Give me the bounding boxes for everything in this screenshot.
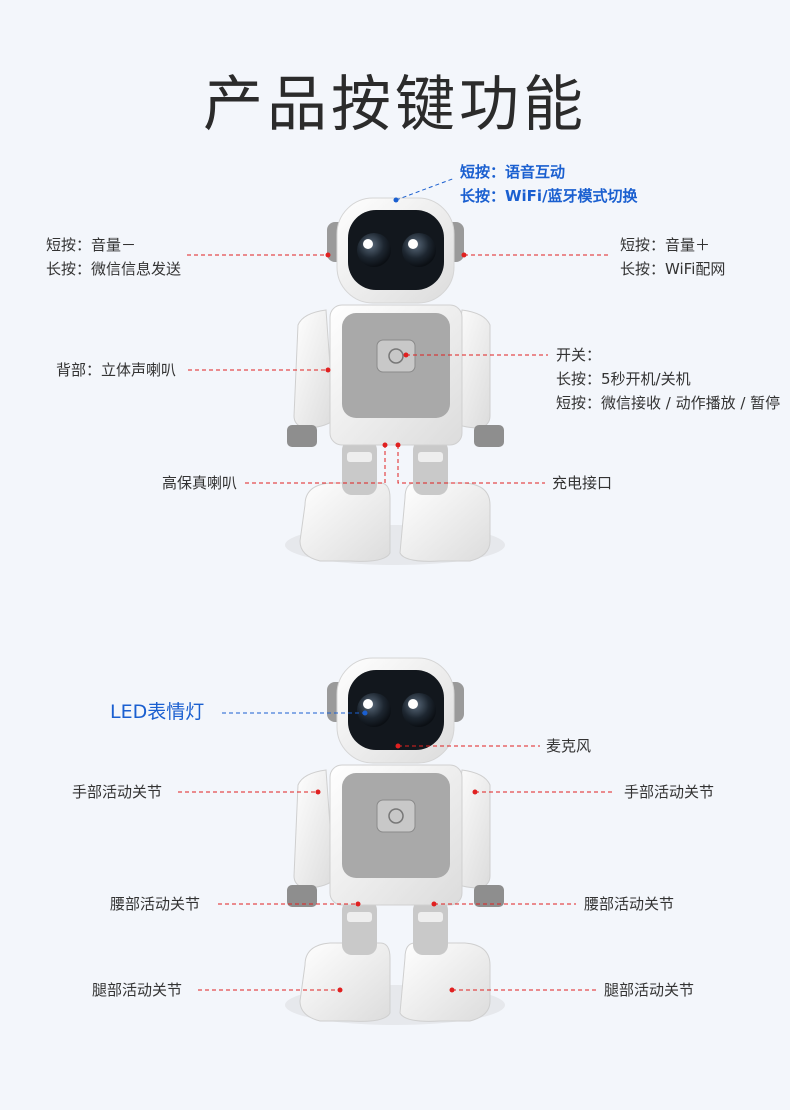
speaker-label: 高保真喇叭: [162, 474, 238, 492]
left-ear-label: 短按：音量－ 长按：微信信息发送: [46, 233, 181, 281]
hand-joint-right-label: 手部活动关节: [624, 783, 715, 801]
hand-joint-left-label: 手部活动关节: [72, 783, 163, 801]
left-ear-short: 短按：音量－: [46, 236, 137, 254]
charging-port-label: 充电接口: [552, 474, 613, 492]
waist-joint-left-label: 腰部活动关节: [110, 895, 201, 913]
power-long: 长按：5秒开机/关机: [556, 370, 691, 388]
power-title: 开关：: [556, 346, 602, 364]
power-label: 开关： 长按：5秒开机/关机 短按：微信接收 / 动作播放 / 暂停: [556, 343, 780, 415]
left-ear-long: 长按：微信信息发送: [46, 260, 182, 278]
head-button-label: 短按：语音互动 长按：WiFi/蓝牙模式切换: [460, 160, 638, 208]
right-ear-label: 短按：音量＋ 长按：WiFi配网: [620, 233, 725, 281]
waist-joint-right-label: 腰部活动关节: [584, 895, 675, 913]
mic-label: 麦克风: [546, 737, 592, 755]
page-title: 产品按键功能: [203, 70, 587, 140]
power-short: 短按：微信接收 / 动作播放 / 暂停: [556, 394, 781, 412]
leg-joint-right-label: 腿部活动关节: [604, 981, 695, 999]
right-ear-short: 短按：音量＋: [620, 236, 711, 254]
led-label: LED表情灯: [110, 701, 205, 723]
head-button-long: 长按：WiFi/蓝牙模式切换: [460, 187, 638, 205]
right-ear-long: 长按：WiFi配网: [620, 260, 726, 278]
back-speaker-label: 背部：立体声喇叭: [56, 361, 177, 379]
leg-joint-left-label: 腿部活动关节: [92, 981, 183, 999]
head-button-short: 短按：语音互动: [460, 163, 566, 181]
